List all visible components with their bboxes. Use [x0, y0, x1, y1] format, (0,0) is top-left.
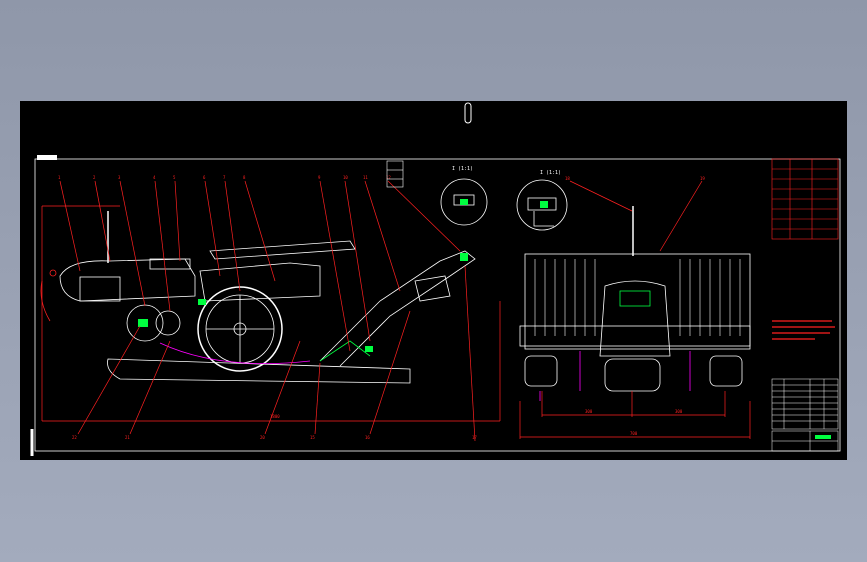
- view-cube-indicator[interactable]: [464, 102, 472, 124]
- top-callouts: 1 2 3 4 5 6 7 8 9 10 11 12: [58, 175, 391, 180]
- callout-8: 8: [243, 175, 246, 180]
- callout-6: 6: [203, 175, 206, 180]
- callout-3: 3: [118, 175, 121, 180]
- callout-7: 7: [223, 175, 226, 180]
- belt-path: [159, 342, 311, 364]
- handle-arm: [319, 250, 476, 367]
- callout-1: 1: [58, 175, 61, 180]
- fuel-tank: [149, 258, 191, 270]
- callout-11: 11: [363, 175, 368, 180]
- section-label-1: I (1:1): [452, 166, 473, 172]
- callout-18: 18: [565, 176, 570, 181]
- float-right: [709, 355, 743, 387]
- drive-wheel-outer: [197, 286, 283, 372]
- engine-front: [599, 280, 671, 357]
- float-center: [604, 358, 661, 392]
- callout-12: 12: [386, 175, 391, 180]
- bottom-leaders: [77, 265, 476, 442]
- seedling-tray: [524, 253, 751, 350]
- sheet-border: [34, 158, 841, 452]
- callout-22: 22: [72, 435, 77, 440]
- title-block: [771, 430, 839, 452]
- linkage: [319, 340, 371, 362]
- lever-mark: [365, 346, 373, 352]
- requirements-notes: [772, 320, 835, 340]
- dim-side-text: 1800: [270, 414, 280, 419]
- dim-front-1: 300: [585, 409, 593, 414]
- callout-2: 2: [93, 175, 96, 180]
- parts-list-table: [771, 378, 839, 430]
- dim-front-2: 300: [675, 409, 683, 414]
- engine-block: [79, 276, 121, 302]
- callout-16: 16: [365, 435, 370, 440]
- callout-17: 17: [472, 435, 477, 440]
- tray-slats: [534, 259, 741, 336]
- drawing-canvas: 1800 1 2 3 4 5 6 7 8 9 10 11 12: [30, 102, 841, 456]
- engine-hood: [59, 258, 196, 302]
- section-label-2: I (1:1): [540, 170, 561, 176]
- detail-circle-1: [440, 178, 488, 226]
- note-box: [386, 160, 404, 188]
- callout-21: 21: [125, 435, 130, 440]
- clutch-mark: [138, 319, 148, 327]
- callout-15: 15: [310, 435, 315, 440]
- seedling-box: [199, 262, 321, 302]
- side-view: [40, 211, 476, 384]
- front-lamp: [49, 269, 57, 277]
- front-leaders: [569, 180, 703, 252]
- float-bar: [519, 325, 751, 347]
- float-left: [524, 355, 558, 387]
- front-dimensions: [519, 391, 751, 439]
- bottom-callouts: 22 21 20 15 16 17: [72, 435, 477, 440]
- float-skid: [107, 358, 411, 384]
- gear-wheel: [155, 310, 181, 336]
- grip-mark: [460, 253, 468, 261]
- detail-circle-2: [516, 179, 568, 231]
- cad-drawing-viewport[interactable]: 1800 1 2 3 4 5 6 7 8 9 10 11 12: [20, 101, 847, 460]
- callout-9: 9: [318, 175, 321, 180]
- callout-4: 4: [153, 175, 156, 180]
- top-leaders: [59, 180, 461, 352]
- technical-notes-table: [771, 158, 839, 240]
- seat-bracket: [414, 275, 451, 302]
- callout-5: 5: [173, 175, 176, 180]
- callout-20: 20: [260, 435, 265, 440]
- callout-19: 19: [700, 176, 705, 181]
- side-dimensions: [41, 205, 501, 422]
- sheet-tag: [37, 155, 57, 160]
- callout-10: 10: [343, 175, 348, 180]
- handle-frame: [209, 240, 356, 260]
- engine-accent: [619, 290, 651, 307]
- gear-mark: [198, 299, 206, 305]
- front-view: [519, 206, 751, 401]
- dim-front-3: 700: [630, 431, 638, 436]
